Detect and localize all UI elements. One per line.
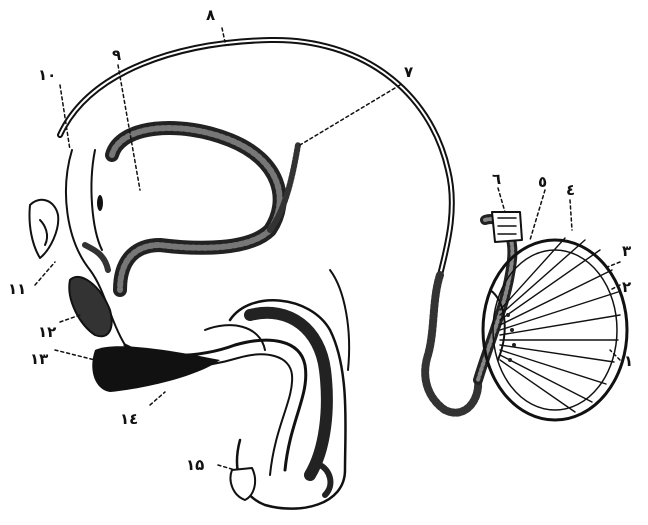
label-9: ۹ [112, 48, 121, 63]
label-13: ۱۳ [30, 352, 48, 367]
label-7: ۷ [404, 65, 413, 80]
label-1: ۱ [624, 354, 633, 369]
label-2: ۲ [622, 280, 631, 295]
label-12: ۱۲ [38, 325, 56, 340]
label-10: ۱۰ [38, 68, 56, 83]
label-11: ۱۱ [8, 282, 26, 297]
penis [205, 270, 349, 509]
label-8: ۸ [206, 8, 215, 23]
pelvic-structure [29, 200, 111, 336]
label-4: ٤ [566, 183, 575, 198]
seminal-vesicle [112, 128, 298, 290]
label-14: ۱٤ [120, 412, 138, 427]
label-6: ٦ [492, 172, 501, 187]
testis [483, 238, 627, 420]
label-3: ۳ [622, 244, 631, 259]
label-5: ٥ [538, 175, 547, 190]
label-15: ۱۵ [186, 458, 204, 473]
